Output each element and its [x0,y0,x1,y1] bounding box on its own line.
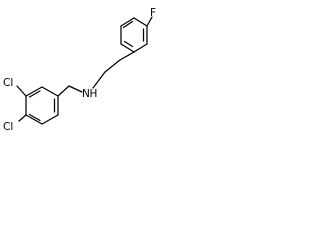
bond [57,85,70,97]
ethyl-linker [92,51,135,89]
bond [120,17,135,27]
chlorine-upper-label: Cl [3,77,13,89]
double-bond-inner [122,20,134,29]
carbon-chlorine-bond-lower [18,114,27,122]
nitrogen-label: N [82,88,90,100]
bond [25,114,43,125]
bond [133,17,148,27]
bond [92,71,106,89]
benzyl-linker [57,85,83,97]
bond [41,114,59,125]
carbon-chlorine-bond-upper [16,85,27,97]
double-bond-inner [28,113,41,122]
carbon-fluorine-bond [146,16,153,27]
fluorophenyl-ring [120,17,148,53]
chemical-structure: F N H Cl Cl [3,7,156,133]
chlorine-lower-label: Cl [3,121,13,133]
bond [104,59,121,73]
bond [119,51,135,61]
dichlorophenyl-ring [25,86,59,125]
bond [68,85,83,93]
double-bond-inner [123,40,134,48]
fluorine-label: F [150,7,156,19]
double-bond-inner [28,90,41,98]
amine-hydrogen-label: H [90,88,98,100]
bond [133,43,148,53]
bond [120,43,135,53]
bond [25,86,43,97]
bond [41,86,59,97]
